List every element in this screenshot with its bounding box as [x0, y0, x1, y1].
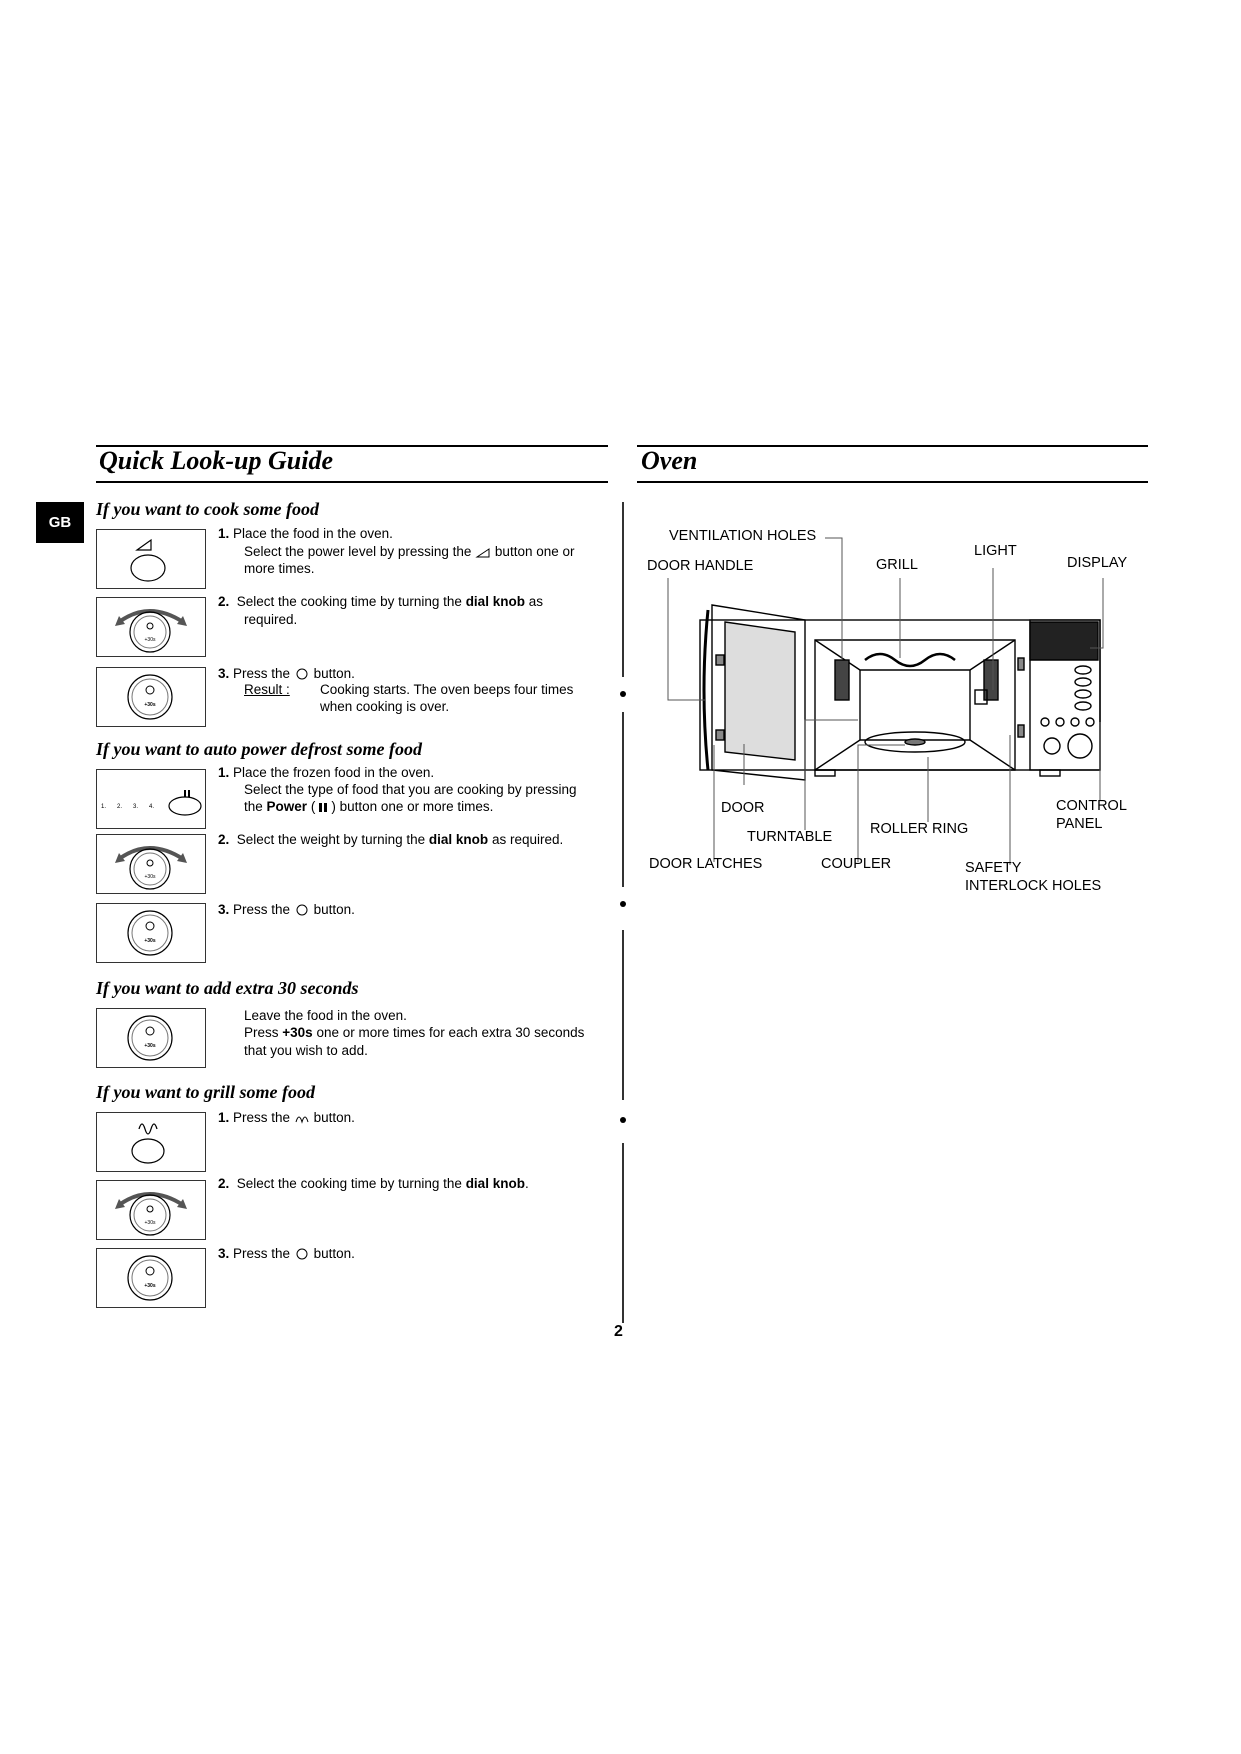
divider-dot: [620, 1117, 626, 1123]
power-defrost-button-illustration: 1. 2. 3. 4.: [96, 769, 206, 829]
dial-knob-turn-illustration: +30s: [96, 1180, 206, 1240]
grill-icon: [131, 1123, 165, 1164]
extra30-section-title: If you want to add extra 30 seconds: [96, 978, 359, 998]
knob-label: +30s: [144, 702, 155, 708]
left-top-rule: [96, 445, 608, 447]
dial-knob-turn-icon: +30s: [115, 609, 187, 653]
label-control-panel-2: PANEL: [1056, 816, 1103, 832]
display-window: [1029, 621, 1099, 661]
safety-interlock-hole: [1017, 657, 1025, 671]
label-turntable: TURNTABLE: [747, 829, 833, 845]
knob-label: +30s: [145, 874, 156, 880]
page-number: 2: [614, 1323, 623, 1340]
column-divider-4: [622, 1143, 624, 1323]
start-knob-icon: +30s: [127, 1255, 173, 1301]
defrost-section-title: If you want to auto power defrost some f…: [96, 739, 423, 759]
defrost-option: 2.: [117, 804, 122, 810]
dial-knob: [1043, 737, 1061, 755]
label-grill: GRILL: [876, 557, 918, 573]
dial-knob-turn-illustration: +30s: [96, 834, 206, 894]
column-divider-3: [622, 930, 624, 1100]
safety-interlock-hole: [1017, 724, 1025, 738]
defrost-icon: [319, 803, 328, 813]
dial-knob-turn-icon: +30s: [115, 846, 187, 890]
defrost-options-icon: 1. 2. 3. 4.: [101, 790, 202, 816]
start-icon: [296, 668, 308, 680]
ventilation-holes: [834, 659, 850, 701]
quick-guide-title: Quick Look-up Guide: [99, 446, 333, 475]
label-control-panel-1: CONTROL: [1056, 798, 1127, 814]
door-latch: [715, 729, 725, 741]
language-tab: GB: [36, 502, 84, 543]
start-button-illustration: +30s: [96, 1248, 206, 1308]
power-level-icon: [475, 548, 490, 558]
label-door: DOOR: [721, 800, 765, 816]
left-bottom-rule: [96, 481, 608, 483]
label-door-latches: DOOR LATCHES: [649, 856, 763, 872]
column-divider-1: [622, 502, 624, 677]
grill-section-title: If you want to grill some food: [96, 1082, 316, 1102]
start-knob-icon: +30s: [127, 674, 173, 720]
label-safety-2: INTERLOCK HOLES: [965, 878, 1102, 894]
defrost-option: 1.: [101, 804, 106, 810]
label-light: LIGHT: [974, 543, 1017, 559]
door-handle: [702, 609, 710, 771]
label-door-handle: DOOR HANDLE: [647, 558, 754, 574]
start-knob-icon: +30s: [127, 1015, 173, 1061]
defrost-option: 4.: [149, 804, 154, 810]
control-panel: [1029, 619, 1101, 771]
start-knob-icon: +30s: [127, 910, 173, 956]
right-bottom-rule: [637, 481, 1148, 483]
door-window: [724, 621, 796, 761]
turntable: [864, 731, 966, 753]
label-coupler: COUPLER: [821, 856, 892, 872]
grill-element: [864, 652, 956, 668]
door-latch: [715, 654, 725, 666]
start-button-illustration: +30s: [96, 667, 206, 727]
divider-dot: [620, 691, 626, 697]
oven-title: Oven: [641, 446, 698, 475]
power-button-illustration: [96, 529, 206, 589]
defrost-option: 3.: [133, 804, 138, 810]
knob-label: +30s: [144, 1283, 155, 1289]
start-button-illustration: +30s: [96, 1008, 206, 1068]
dial-knob-turn-illustration: +30s: [96, 597, 206, 657]
start-icon: [296, 1248, 308, 1260]
label-display: DISPLAY: [1067, 555, 1128, 571]
knob-label: +30s: [145, 637, 156, 643]
power-level-icon: [130, 538, 166, 582]
grill-icon: [295, 1116, 309, 1125]
label-safety-1: SAFETY: [965, 860, 1022, 876]
knob-label: +30s: [144, 938, 155, 944]
column-divider-2: [622, 712, 624, 887]
label-ventilation-holes: VENTILATION HOLES: [669, 528, 817, 544]
right-top-rule: [637, 445, 1148, 447]
knob-label: +30s: [144, 1043, 155, 1049]
divider-dot: [620, 901, 626, 907]
dial-knob-turn-icon: +30s: [115, 1192, 187, 1236]
start-button-illustration: +30s: [96, 903, 206, 963]
grill-button-illustration: [96, 1112, 206, 1172]
coupler: [904, 738, 926, 746]
start-icon: [296, 904, 308, 916]
label-roller-ring: ROLLER RING: [870, 821, 969, 837]
cook-section-title: If you want to cook some food: [96, 499, 319, 519]
knob-label: +30s: [145, 1220, 156, 1226]
